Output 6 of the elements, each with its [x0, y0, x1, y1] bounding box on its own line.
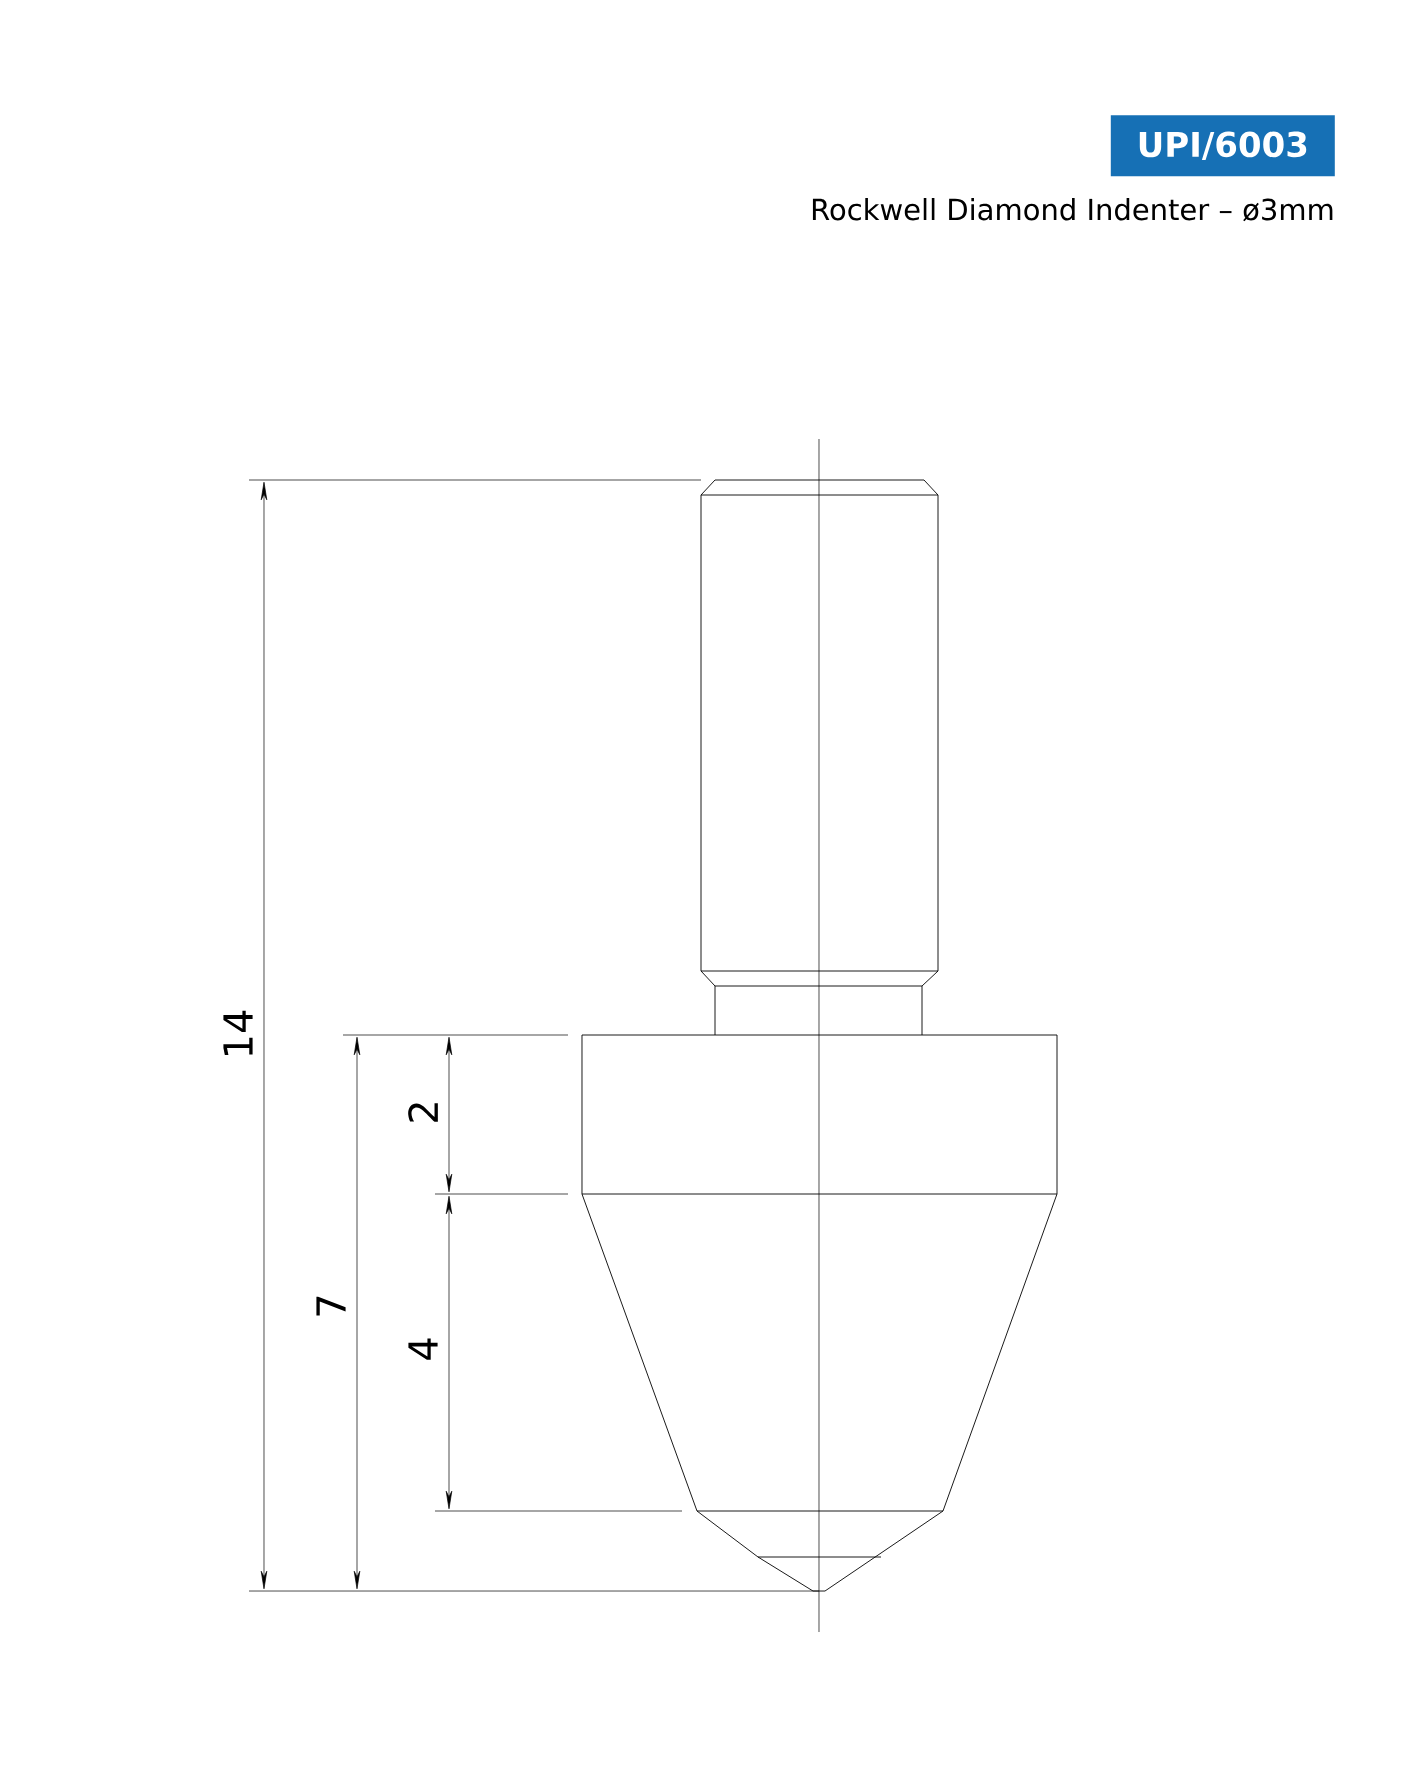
dimension-label: 2	[408, 1103, 438, 1122]
dimension-label: 4	[408, 1338, 438, 1360]
title-badge: UPI/6003	[1110, 115, 1335, 177]
subtitle: Rockwell Diamond Indenter – ø3mm	[812, 198, 1333, 222]
dimension-label: 14	[223, 1010, 253, 1056]
dimension-label: 7	[316, 1296, 346, 1316]
